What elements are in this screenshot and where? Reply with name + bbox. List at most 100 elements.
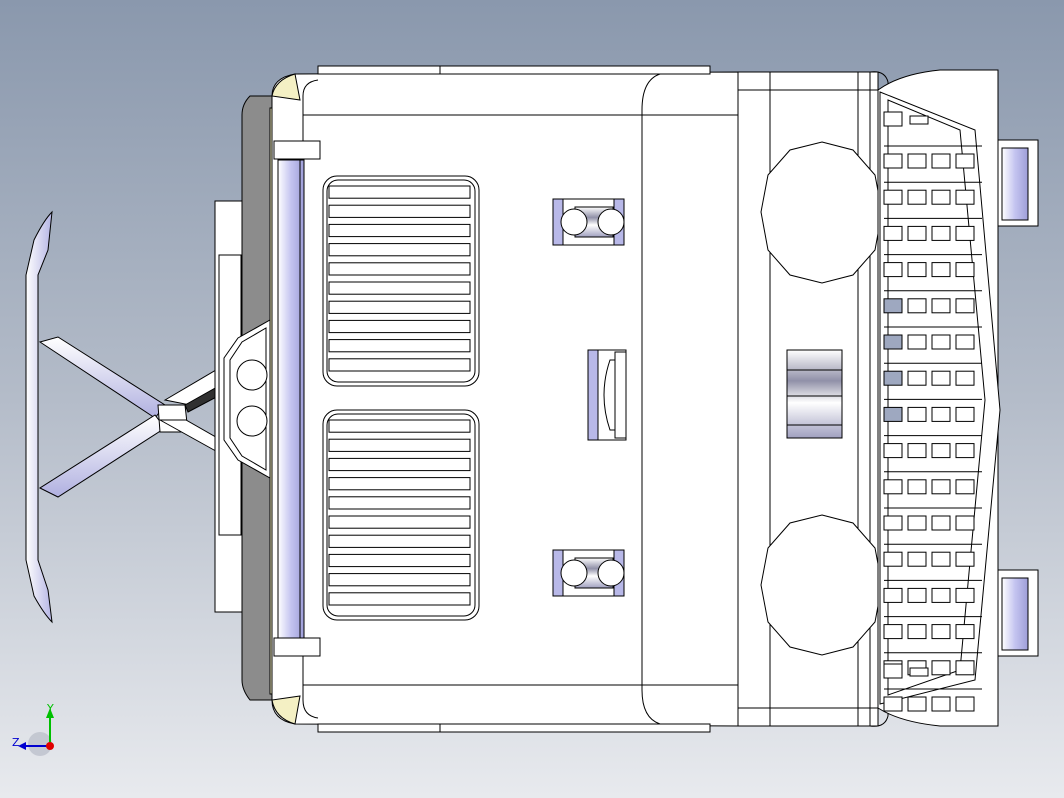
- grille-slot: [883, 153, 903, 169]
- grille-slot: [907, 624, 927, 640]
- grille-slot: [931, 406, 951, 422]
- seat-slat: [328, 553, 471, 568]
- grille-slot: [931, 515, 951, 531]
- grille-slot: [907, 443, 927, 459]
- seat-slat: [328, 243, 471, 257]
- grille-slot: [907, 515, 927, 531]
- grille-slot: [955, 624, 975, 640]
- grille-slot: [909, 667, 929, 677]
- grille-slot: [907, 696, 927, 712]
- seat-slat: [328, 339, 471, 353]
- grille-slot: [883, 587, 903, 603]
- wing-strut-upper: [38, 336, 166, 419]
- grille-slot: [883, 624, 903, 640]
- axis-triad: Y Z: [12, 702, 54, 756]
- vehicle-hull: [271, 65, 741, 733]
- wing-strut-lower: [38, 414, 166, 498]
- front-bumper-bracket-upper: [997, 139, 1039, 227]
- grille-slot: [955, 515, 975, 531]
- headlight-upper: [760, 141, 883, 284]
- grille-slot: [955, 551, 975, 567]
- grille-slot: [883, 111, 903, 127]
- seat-upper: [322, 175, 480, 387]
- grille-slot: [955, 443, 975, 459]
- grille-slot: [883, 370, 903, 386]
- grille-slot: [955, 370, 975, 386]
- grille-slot: [907, 153, 927, 169]
- grille-slot: [907, 406, 927, 422]
- hood-latch: [786, 349, 843, 439]
- grille-slot: [931, 587, 951, 603]
- grille-slot: [955, 225, 975, 241]
- grille-slots: [883, 111, 982, 712]
- grille-slot: [931, 225, 951, 241]
- seat-slat: [328, 185, 471, 199]
- gear-housing: [587, 349, 627, 441]
- grille-slot: [883, 406, 903, 422]
- rear-roll-bar: [273, 140, 321, 657]
- seat-slat: [328, 223, 471, 238]
- grille-slot: [931, 262, 951, 278]
- mount-lower: [552, 549, 625, 597]
- seat-slat: [328, 262, 471, 276]
- grille-slot: [931, 479, 951, 495]
- seat-slat: [328, 515, 471, 529]
- grille-slot: [955, 406, 975, 422]
- grille-slot: [907, 262, 927, 278]
- rear-hitch: [223, 319, 271, 479]
- grille-slot: [883, 551, 903, 567]
- seat-slat: [328, 419, 471, 433]
- seat-area: [322, 175, 480, 621]
- grille-slot: [931, 551, 951, 567]
- grille-slot: [955, 479, 975, 495]
- seat-lower: [322, 409, 480, 621]
- seat-slat: [328, 457, 471, 472]
- grille-slot: [931, 370, 951, 386]
- grille-slot: [931, 660, 951, 676]
- grille-slot: [931, 696, 951, 712]
- seat-slat: [328, 281, 471, 295]
- grille-slot: [931, 153, 951, 169]
- hitch-hole-lower: [236, 405, 268, 437]
- grille-slot: [955, 153, 975, 169]
- seat-slat: [328, 496, 471, 510]
- grille-slot: [955, 298, 975, 314]
- y-axis-label: Y: [46, 702, 54, 715]
- seat-slat: [328, 358, 471, 372]
- grille-slot: [883, 663, 903, 679]
- hitch-hole-upper: [236, 359, 268, 391]
- grille-slot: [907, 225, 927, 241]
- grille-slot: [955, 660, 975, 676]
- grille-slot: [883, 189, 903, 205]
- mount-upper: [552, 198, 625, 246]
- grille-slot: [955, 696, 975, 712]
- grille-slot: [907, 551, 927, 567]
- grille-slot: [907, 189, 927, 205]
- seat-slat: [328, 534, 471, 548]
- grille-slot: [883, 225, 903, 241]
- grille-slot: [907, 334, 927, 350]
- grille-slot: [909, 115, 929, 125]
- grille-slot: [931, 189, 951, 205]
- grille-slot: [955, 189, 975, 205]
- grille-slot: [907, 587, 927, 603]
- seat-slat: [328, 300, 471, 314]
- grille-slot: [907, 479, 927, 495]
- seat-slat: [328, 573, 471, 587]
- grille-slot: [883, 262, 903, 278]
- grille-slot: [883, 298, 903, 314]
- seat-slat: [328, 592, 471, 606]
- grille-slot: [931, 298, 951, 314]
- grille-slot: [883, 479, 903, 495]
- headlight-lower: [760, 514, 883, 656]
- seat-slat: [328, 438, 471, 452]
- grille-slot: [931, 624, 951, 640]
- grille-slot: [907, 370, 927, 386]
- grille-slot: [955, 262, 975, 278]
- grille-slot: [883, 515, 903, 531]
- grille-slot: [955, 587, 975, 603]
- seat-slat: [328, 319, 471, 334]
- grille-slot: [883, 696, 903, 712]
